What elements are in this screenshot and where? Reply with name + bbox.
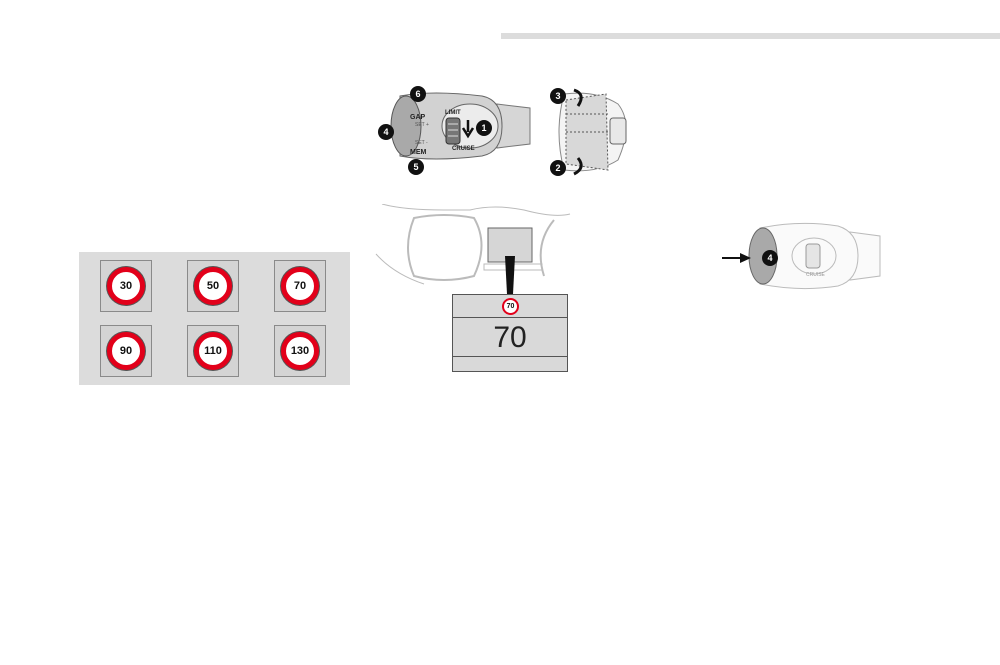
sign-tile: 130	[274, 325, 326, 377]
speed-display-panel: 70 70	[452, 294, 568, 372]
steering-wheel-control-figure: 3 2	[550, 88, 627, 176]
speed-sign-90: 90	[107, 332, 145, 370]
callout-4: 4	[383, 127, 388, 137]
press-detail-cruise-label: CRUISE	[806, 272, 826, 278]
lever-label-gap: GAP	[410, 114, 426, 121]
page-header-rule	[501, 33, 1000, 39]
cruise-control-lever-figure: GAP MEM LIMIT CRUISE SET + SET - 6 4 5 1	[378, 86, 531, 175]
callout-5: 5	[413, 162, 418, 172]
callout-6: 6	[415, 89, 420, 99]
sign-tile: 90	[100, 325, 152, 377]
instrument-cluster-figure	[375, 204, 571, 294]
speed-sign-50: 50	[194, 267, 232, 305]
sign-tile: 50	[187, 260, 239, 312]
speed-sign-70: 70	[281, 267, 319, 305]
callout-1: 1	[481, 123, 486, 133]
display-divider	[453, 317, 567, 318]
lever-label-limit: LIMIT	[445, 110, 461, 116]
speed-sign-110: 110	[194, 332, 232, 370]
lever-label-cruise: CRUISE	[452, 146, 475, 152]
display-divider	[453, 356, 567, 357]
sign-tile: 70	[274, 260, 326, 312]
display-speed-sign: 70	[502, 298, 519, 315]
speed-limit-signs-panel: 30 50 70 90 110 130	[79, 252, 350, 385]
display-speed-value: 70	[493, 321, 527, 354]
speed-sign-130: 130	[281, 332, 319, 370]
lever-button-press-figure: CRUISE 4	[722, 222, 881, 290]
press-detail-callout-4: 4	[767, 253, 772, 263]
callout-2: 2	[555, 163, 560, 173]
speed-sign-30: 30	[107, 267, 145, 305]
lever-label-set-minus: SET -	[415, 140, 428, 146]
lever-label-mem: MEM	[410, 149, 427, 156]
callout-3: 3	[555, 91, 560, 101]
lever-label-set-plus: SET +	[415, 122, 429, 128]
sign-tile: 110	[187, 325, 239, 377]
sign-tile: 30	[100, 260, 152, 312]
